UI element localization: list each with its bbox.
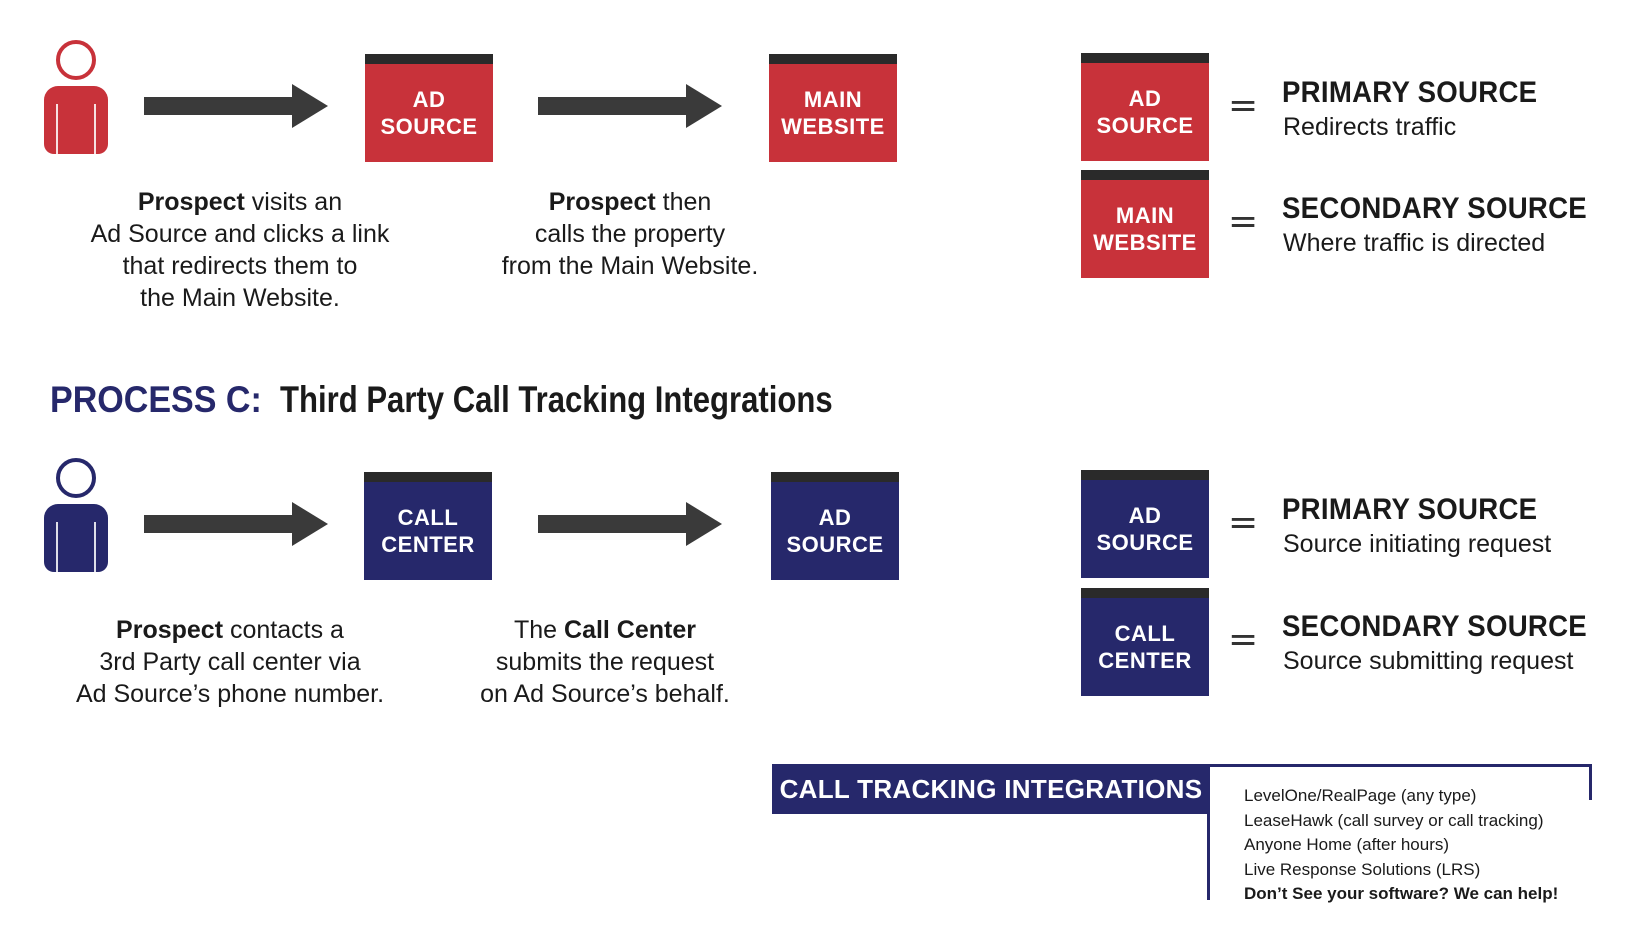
caption-line: from the Main Website. <box>501 252 759 280</box>
legend-title-primary: PRIMARY SOURCE <box>1282 76 1538 109</box>
caption-line: submits the request <box>495 648 715 676</box>
panel-border-left <box>1207 764 1210 900</box>
main-website-box: MAIN WEBSITE <box>769 54 897 162</box>
caption-text: The <box>513 616 565 644</box>
box-label-line2: CENTER <box>1098 648 1192 673</box>
box-label-line1: AD <box>1128 86 1162 111</box>
panel-border-top <box>1210 764 1592 767</box>
right-arrow-icon <box>144 84 328 128</box>
equals-sign: = <box>1228 619 1259 660</box>
legend-subtitle-primary: Redirects traffic <box>1283 113 1457 141</box>
box-label-line2: SOURCE <box>1096 113 1194 138</box>
right-arrow-icon <box>538 502 722 546</box>
caption-line: calls the property <box>534 220 726 248</box>
caption-bold: Prospect <box>137 188 245 216</box>
process-c-caption-2: The Call Center submits the request on A… <box>460 614 750 710</box>
caption-bold: Call Center <box>564 616 696 644</box>
caption-bold: Prospect <box>548 188 656 216</box>
caption-line: the Main Website. <box>140 284 340 312</box>
box-label-line1: CALL <box>1114 621 1176 646</box>
box-label-line2: SOURCE <box>1096 530 1194 555</box>
legend-ad-source-box: AD SOURCE <box>1081 470 1209 578</box>
box-label-line2: SOURCE <box>380 114 478 139</box>
process-title: Third Party Call Tracking Integrations <box>280 379 833 420</box>
right-arrow-icon <box>144 502 328 546</box>
box-label-line1: AD <box>818 505 852 530</box>
process-b-caption-1: Prospect visits an Ad Source and clicks … <box>70 186 410 314</box>
equals-sign: = <box>1228 502 1259 543</box>
legend-title-primary: PRIMARY SOURCE <box>1282 493 1538 526</box>
legend-subtitle-primary: Source initiating request <box>1283 530 1552 558</box>
person-body <box>44 504 108 572</box>
box-label-line1: AD <box>1128 503 1162 528</box>
caption-line: Ad Source and clicks a link <box>90 220 390 248</box>
integration-item: Anyone Home (after hours) <box>1244 835 1450 854</box>
box-label-line2: WEBSITE <box>1093 230 1197 255</box>
caption-line: that redirects them to <box>122 252 358 280</box>
integrations-list: LevelOne/RealPage (any type) LeaseHawk (… <box>1244 784 1558 907</box>
caption-line: 3rd Party call center via <box>99 648 361 676</box>
box-label-line2: SOURCE <box>786 532 884 557</box>
equals-sign: = <box>1228 201 1259 242</box>
caption-line: Ad Source’s phone number. <box>75 680 385 708</box>
legend-main-website-box: MAIN WEBSITE <box>1081 170 1209 278</box>
equals-sign: = <box>1228 85 1259 126</box>
integrations-banner: CALL TRACKING INTEGRATIONS <box>772 764 1210 814</box>
ad-source-box: AD SOURCE <box>771 472 899 580</box>
ad-source-box: AD SOURCE <box>365 54 493 162</box>
caption-line: on Ad Source’s behalf. <box>480 680 730 708</box>
legend-subtitle-secondary: Where traffic is directed <box>1283 229 1546 257</box>
legend-title-secondary: SECONDARY SOURCE <box>1282 192 1588 225</box>
integration-item: Live Response Solutions (LRS) <box>1244 859 1481 879</box>
process-b-caption-2: Prospect then calls the property from th… <box>480 186 780 282</box>
prospect-person-icon <box>44 40 108 154</box>
box-label-line1: AD <box>412 87 446 112</box>
call-center-box: CALL CENTER <box>364 472 492 580</box>
right-arrow-icon <box>538 84 722 128</box>
person-body <box>44 86 108 154</box>
integration-item: LeaseHawk (call survey or call tracking) <box>1244 810 1544 830</box>
box-label-line1: MAIN <box>803 87 863 112</box>
panel-border-right <box>1589 764 1592 800</box>
integration-item: LevelOne/RealPage (any type) <box>1244 786 1477 805</box>
integration-help-item: Don’t See your software? We can help! <box>1244 884 1559 903</box>
caption-text: then <box>655 188 712 216</box>
box-label-line1: MAIN <box>1115 203 1175 228</box>
box-label-line2: CENTER <box>381 532 475 557</box>
caption-text: visits an <box>244 188 343 216</box>
box-label-line2: WEBSITE <box>781 114 885 139</box>
process-label: PROCESS C: <box>50 379 262 420</box>
legend-subtitle-secondary: Source submitting request <box>1283 647 1574 675</box>
person-head <box>56 458 96 498</box>
legend-call-center-box: CALL CENTER <box>1081 588 1209 696</box>
caption-bold: Prospect <box>116 616 224 644</box>
caption-text: contacts a <box>223 616 344 644</box>
prospect-person-icon <box>44 458 108 572</box>
box-label-line1: CALL <box>397 505 459 530</box>
legend-ad-source-box: AD SOURCE <box>1081 53 1209 161</box>
legend-title-secondary: SECONDARY SOURCE <box>1282 610 1588 643</box>
process-c-caption-1: Prospect contacts a 3rd Party call cente… <box>60 614 400 710</box>
person-head <box>56 40 96 80</box>
